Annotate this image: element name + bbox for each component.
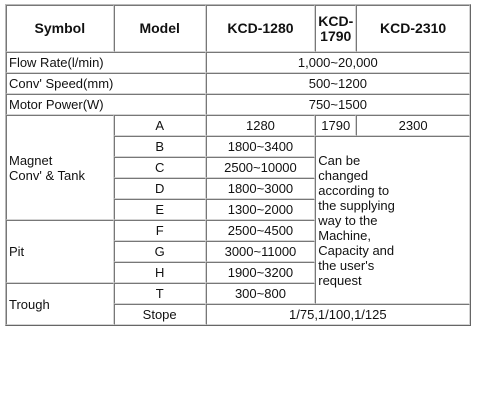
magnet-label-line2: Conv' & Tank: [9, 167, 85, 183]
trough-label: Trough: [6, 283, 114, 325]
code-t: T: [113, 283, 206, 304]
header-kcd-1280: KCD-1280: [205, 5, 316, 52]
pit-row-h: H 1900~3200: [6, 262, 470, 283]
header-kcd-2310: KCD-2310: [356, 5, 470, 52]
magnet-row-c: C 2500~10000: [6, 157, 470, 178]
header-kcd-1790: KCD-1790: [315, 5, 357, 52]
code-c: C: [113, 157, 206, 178]
magnet-label-line1: Magnet: [9, 152, 53, 168]
code-stope: Stope: [113, 304, 206, 325]
conv-speed-value: 500~1200: [205, 73, 470, 94]
header-symbol: Symbol: [6, 5, 114, 52]
conv-speed-label: Conv' Speed(mm): [6, 73, 206, 94]
header-model: Model: [113, 5, 206, 52]
note-line: the user's: [318, 257, 375, 273]
pit-label: Pit: [6, 220, 114, 283]
b-value: 1800~3400: [205, 136, 316, 157]
f-value: 2500~4500: [205, 220, 316, 241]
flow-rate-row: Flow Rate(l/min) 1,000~20,000: [6, 52, 470, 73]
note-line: way to the: [318, 212, 378, 228]
g-value: 3000~11000: [205, 241, 316, 262]
trough-row-t: Trough T 300~800: [6, 283, 470, 325]
code-e: E: [113, 199, 206, 220]
note-line: request: [318, 272, 362, 288]
header-row: Symbol Model KCD-1280 KCD-1790 KCD-2310: [6, 5, 470, 52]
a-kcd-1280-value: 1280: [205, 115, 316, 136]
code-f: F: [113, 220, 206, 241]
a-kcd-2310-value: 2300: [356, 115, 470, 136]
pit-row-f: Pit F 2500~4500: [6, 220, 470, 283]
header-kcd-1790-line1: KCD-: [318, 12, 354, 29]
h-value: 1900~3200: [205, 262, 316, 283]
magnet-row-b: B 1800~3400 Can be changed according to …: [6, 136, 470, 304]
e-value: 1300~2000: [205, 199, 316, 220]
trough-row-stope: Stope 1/75,1/100,1/125: [6, 304, 470, 325]
magnet-row-d: D 1800~3000: [6, 178, 470, 199]
code-d: D: [113, 178, 206, 199]
code-b: B: [113, 136, 206, 157]
pit-row-g: G 3000~11000: [6, 241, 470, 262]
d-value: 1800~3000: [205, 178, 316, 199]
motor-power-value: 750~1500: [205, 94, 470, 115]
flow-rate-value: 1,000~20,000: [205, 52, 470, 73]
code-g: G: [113, 241, 206, 262]
note-line: Can be: [318, 152, 361, 168]
stope-value: 1/75,1/100,1/125: [205, 304, 470, 325]
motor-power-row: Motor Power(W) 750~1500: [6, 94, 470, 115]
a-kcd-1790-value: 1790: [315, 115, 357, 136]
motor-power-label: Motor Power(W): [6, 94, 206, 115]
note-line: Capacity and: [318, 242, 395, 258]
c-value: 2500~10000: [205, 157, 316, 178]
specification-table: Symbol Model KCD-1280 KCD-1790 KCD-2310 …: [5, 4, 471, 326]
magnet-row-e: E 1300~2000: [6, 199, 470, 220]
note-line: according to: [318, 182, 390, 198]
t-value: 300~800: [205, 283, 316, 304]
note-line: the supplying: [318, 197, 395, 213]
flow-rate-label: Flow Rate(l/min): [6, 52, 206, 73]
note-line: changed: [318, 167, 369, 183]
note-cell: Can be changed according to the supplyin…: [315, 136, 470, 304]
note-line: Machine,: [318, 227, 371, 243]
code-a: A: [113, 115, 206, 136]
header-kcd-1790-line2: 1790: [320, 27, 352, 44]
code-h: H: [113, 262, 206, 283]
conv-speed-row: Conv' Speed(mm) 500~1200: [6, 73, 470, 94]
